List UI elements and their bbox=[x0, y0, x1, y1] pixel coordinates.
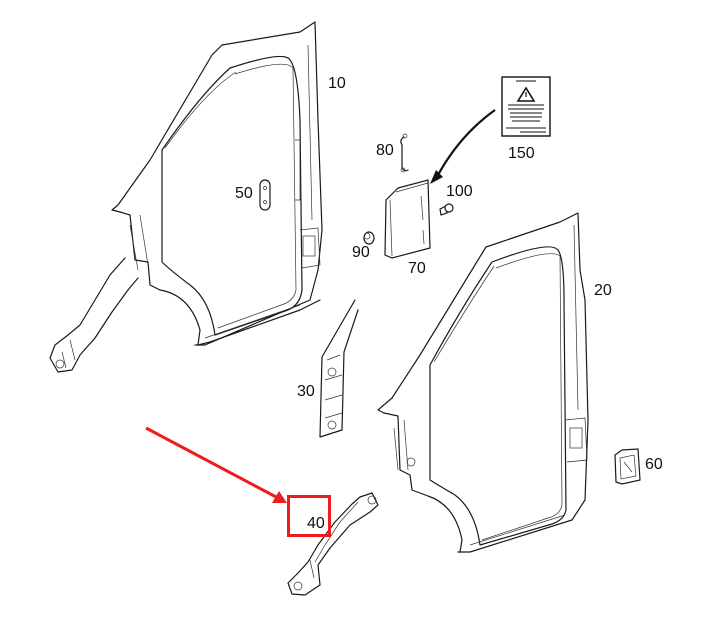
part-10-left-side-panel bbox=[49, 21, 323, 373]
warning-triangle-icon bbox=[516, 86, 536, 102]
callout-50[interactable]: 50 bbox=[235, 185, 253, 202]
part-40-wheel-arch-reinforcement bbox=[287, 492, 379, 596]
callout-90[interactable]: 90 bbox=[352, 244, 370, 261]
part-80-clip bbox=[400, 133, 409, 173]
callout-80[interactable]: 80 bbox=[376, 142, 394, 159]
part-30-pillar-reinforcement bbox=[319, 299, 359, 438]
callout-150[interactable]: 150 bbox=[508, 145, 535, 162]
part-150-warning-label bbox=[501, 76, 551, 137]
callout-10[interactable]: 10 bbox=[328, 75, 346, 92]
part-100-screw bbox=[439, 203, 454, 216]
part-70-cover bbox=[384, 179, 431, 259]
callout-70[interactable]: 70 bbox=[408, 260, 426, 277]
part-60-bezel bbox=[614, 448, 641, 485]
leader-arrow-150 bbox=[430, 109, 496, 184]
part-50-plate bbox=[259, 179, 271, 211]
part-90-plug bbox=[363, 231, 375, 245]
callout-100[interactable]: 100 bbox=[446, 183, 473, 200]
red-indicator-arrow bbox=[145, 426, 287, 503]
highlight-box-40 bbox=[287, 495, 331, 537]
callout-60[interactable]: 60 bbox=[645, 456, 663, 473]
callout-20[interactable]: 20 bbox=[594, 282, 612, 299]
part-20-right-side-panel bbox=[377, 212, 589, 553]
callout-30[interactable]: 30 bbox=[297, 383, 315, 400]
callout-40[interactable]: 40 bbox=[307, 515, 325, 532]
